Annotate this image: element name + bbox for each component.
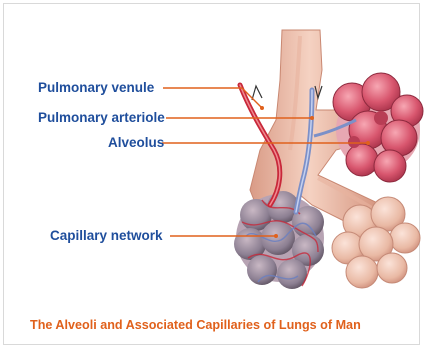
upper-alveolar-sac: [333, 73, 423, 182]
label-pulmonary-venule: Pulmonary venule: [38, 80, 154, 96]
label-capillary-network: Capillary network: [50, 228, 163, 244]
leader-dot-arteriole: [310, 116, 314, 120]
leader-dot-venule: [260, 106, 264, 110]
leader-dot-capillary: [274, 234, 278, 238]
figure-caption: The Alveoli and Associated Capillaries o…: [30, 318, 402, 332]
capillary-network-cluster: [234, 191, 324, 289]
leader-dot-alveolus: [366, 141, 370, 145]
label-alveolus: Alveolus: [108, 135, 164, 151]
label-pulmonary-arteriole: Pulmonary arteriole: [38, 110, 165, 126]
